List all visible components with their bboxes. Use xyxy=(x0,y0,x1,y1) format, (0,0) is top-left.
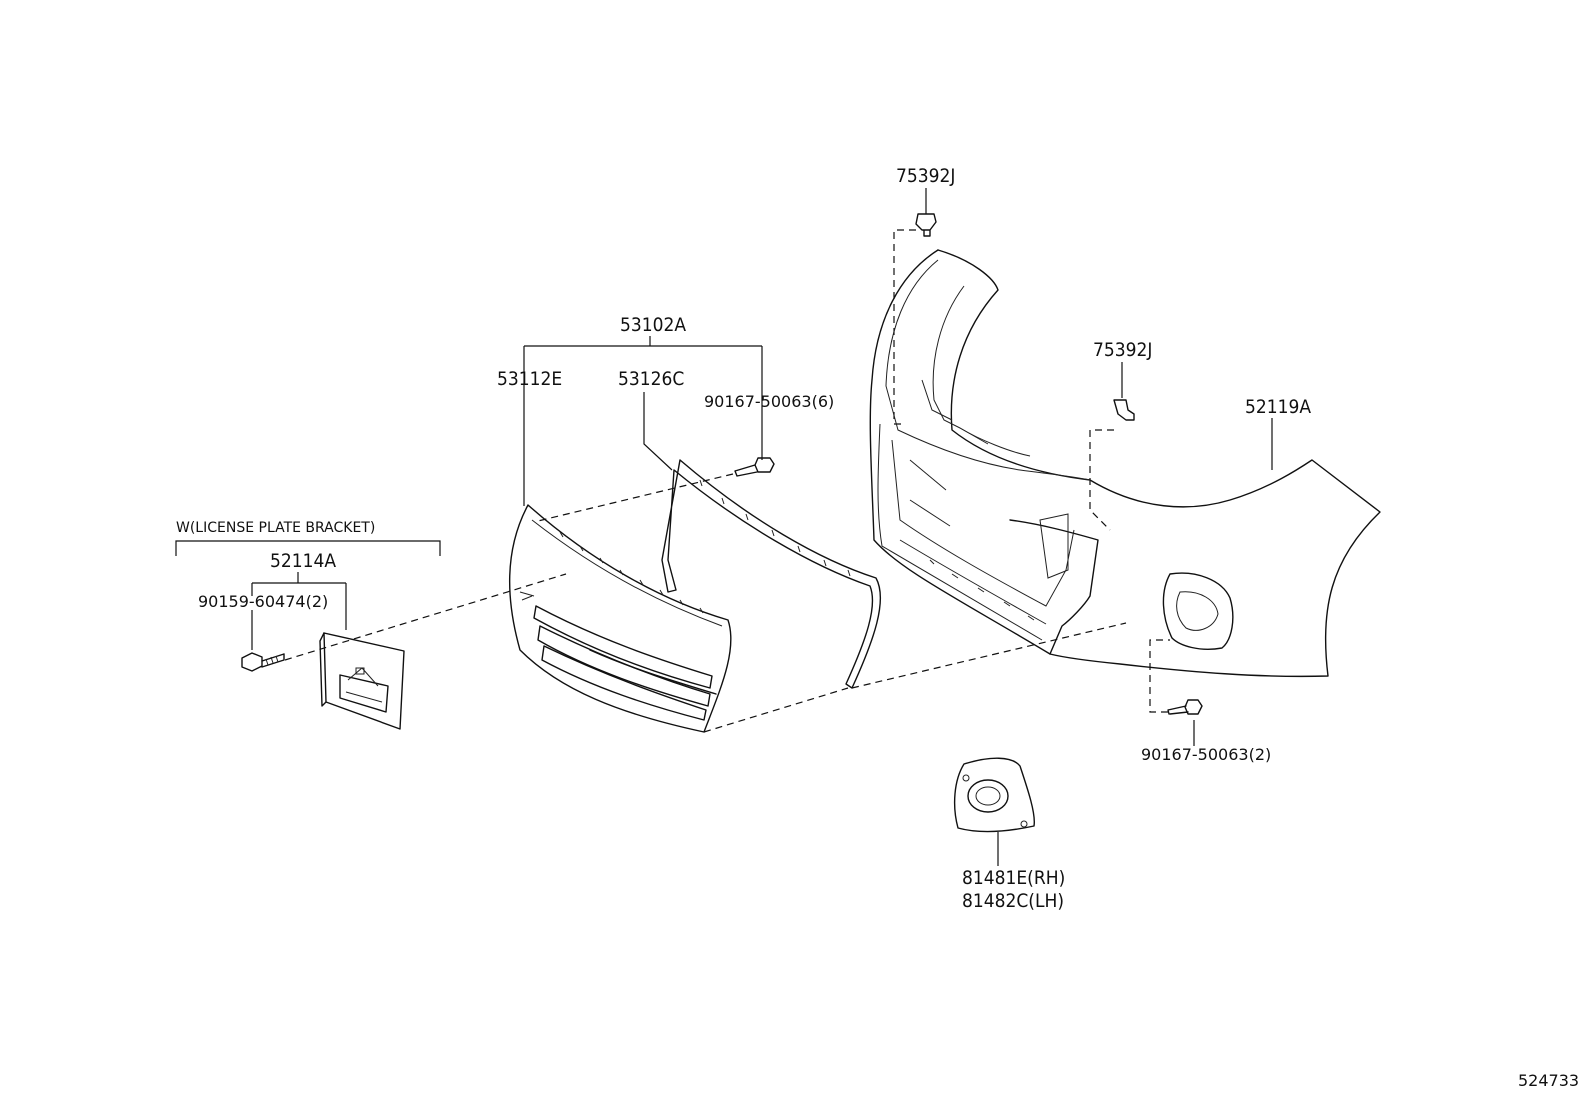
dashed-screw-to-grille xyxy=(537,473,734,522)
grille-group: 53102A 53112E 53126C 90167-50063(6) xyxy=(497,314,1127,733)
retainer-clip-icon xyxy=(915,213,937,237)
screw-icon xyxy=(1167,699,1203,715)
callout-75392J-upper: 75392J xyxy=(896,165,955,187)
callout-53112E: 53112E xyxy=(497,368,562,390)
grille-icon xyxy=(508,504,732,733)
retainer-clip-icon xyxy=(1113,399,1135,421)
group-bracket-line xyxy=(175,540,441,556)
dashed-upper-retainer xyxy=(893,229,916,425)
dashed-molding-to-cover xyxy=(851,622,1127,689)
dashed-mid-retainer xyxy=(1089,429,1114,531)
license-bracket-group: W(LICENSE PLATE BRACKET) 52114A 90159-60… xyxy=(175,520,567,730)
callout-52119A: 52119A xyxy=(1245,396,1311,418)
callout-90167-50063-2: 90167-50063(2) xyxy=(1141,745,1271,764)
grille-molding-icon xyxy=(661,459,882,689)
leader-53102A xyxy=(523,336,763,506)
callout-81482C: 81482C(LH) xyxy=(962,890,1064,912)
callout-90159-60474: 90159-60474(2) xyxy=(198,592,328,611)
callout-75392J-mid: 75392J xyxy=(1093,339,1152,361)
callout-90167-50063-6: 90167-50063(6) xyxy=(704,392,834,411)
leader-53126C xyxy=(643,392,673,471)
dashed-bracket-to-grille xyxy=(284,573,567,661)
callout-81481E: 81481E(RH) xyxy=(962,867,1065,889)
callout-53102A: 53102A xyxy=(620,314,686,336)
dashed-screw-to-cover xyxy=(1149,639,1170,713)
license-bracket-group-label: W(LICENSE PLATE BRACKET) xyxy=(176,520,375,536)
fog-lamp-cover-icon xyxy=(953,757,1035,833)
callout-52114A: 52114A xyxy=(270,550,336,572)
bumper-cover-group: 75392J 75392J 52119A xyxy=(869,165,1381,764)
screw-icon xyxy=(734,457,775,477)
license-plate-bracket-icon xyxy=(319,632,405,730)
diagram-id: 524733 xyxy=(1518,1071,1579,1090)
leader-52114A xyxy=(251,572,347,630)
bolt-icon xyxy=(241,652,285,672)
dashed-grille-bottom xyxy=(703,687,849,733)
fog-lamp-cover-group: 81481E(RH) 81482C(LH) xyxy=(953,757,1065,912)
bumper-cover-icon xyxy=(869,249,1381,678)
callout-53126C: 53126C xyxy=(618,368,684,390)
